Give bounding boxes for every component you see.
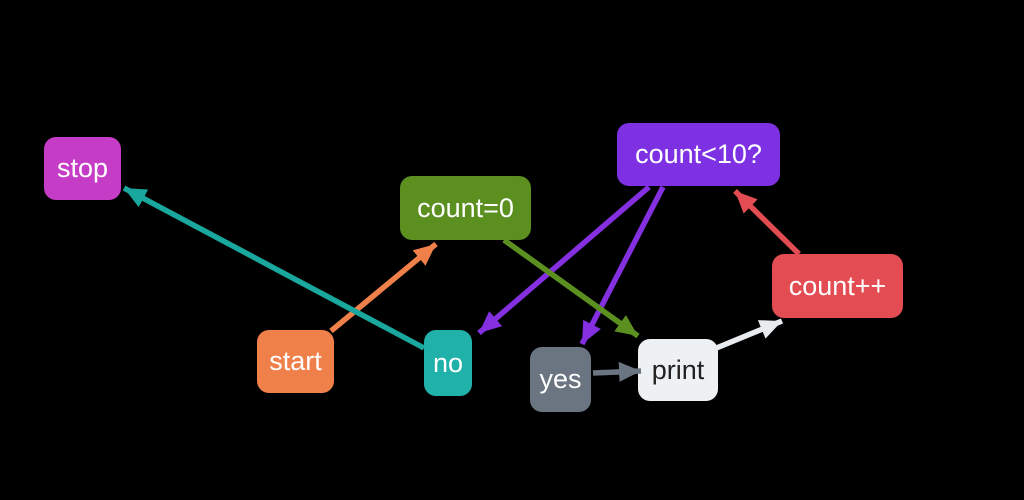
node-label-yes: yes	[539, 364, 582, 394]
node-label-start: start	[269, 346, 322, 376]
edge-start-to-count-init	[329, 241, 438, 334]
node-count-init[interactable]: count=0	[400, 176, 531, 240]
node-count-check[interactable]: count<10?	[617, 123, 780, 186]
node-yes[interactable]: yes	[530, 347, 591, 412]
node-no[interactable]: no	[424, 330, 472, 396]
node-start[interactable]: start	[257, 330, 334, 393]
node-label-no: no	[432, 347, 464, 378]
node-count-increment[interactable]: count++	[772, 254, 903, 318]
edge-print-to-count-increment	[712, 318, 784, 352]
node-label-count-init: count=0	[417, 192, 514, 223]
node-label-count-increment: count++	[788, 270, 887, 301]
edge-yes-to-print	[592, 361, 642, 382]
node-stop[interactable]: stop	[44, 137, 121, 200]
edge-count-init-to-print	[502, 237, 640, 339]
node-label-print: print	[651, 354, 705, 385]
node-label-count-check: count<10?	[635, 139, 762, 169]
edge-count-increment-to-count-check	[733, 189, 801, 256]
edge-no-to-stop	[122, 185, 426, 351]
node-print[interactable]: print	[638, 339, 718, 401]
edge-count-check-to-yes	[579, 185, 666, 346]
node-label-stop: stop	[56, 153, 109, 183]
